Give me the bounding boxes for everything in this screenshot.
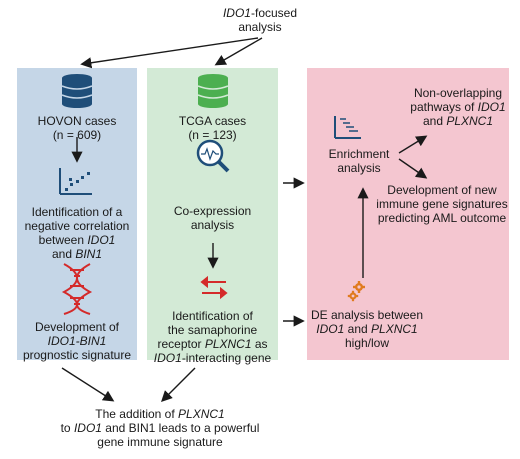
conclusion: The addition of PLXNC1 to IDO1 and BIN1 … bbox=[60, 407, 260, 449]
hovon-panel bbox=[17, 68, 137, 360]
dna-icon bbox=[61, 263, 93, 315]
non-overlapping-pathways: Non-overlapping pathways of IDO1 and PLX… bbox=[410, 86, 506, 128]
top-split-arrows bbox=[80, 37, 263, 69]
scatter-plot-icon bbox=[59, 168, 92, 195]
new-signatures: Development of new immune gene signature… bbox=[376, 183, 508, 225]
tcga-identification: Identification of the samaphorine recept… bbox=[153, 309, 272, 365]
tcga-panel bbox=[147, 68, 278, 360]
database-icon-tcga bbox=[197, 74, 229, 108]
magnifier-icon bbox=[196, 139, 230, 173]
tcga-coexpression: Co-expression analysis bbox=[173, 204, 252, 232]
swap-arrows-icon bbox=[200, 275, 228, 300]
tcga-title: TCGA cases (n = 123) bbox=[178, 114, 247, 142]
hovon-signature: Development of IDO1-BIN1 prognostic sign… bbox=[22, 320, 132, 362]
top-label: IDO1-focused analysis bbox=[222, 6, 298, 34]
enrichment-plot-icon bbox=[334, 116, 361, 139]
enrichment-label: Enrichment analysis bbox=[328, 147, 390, 175]
de-analysis: DE analysis between IDO1 and PLXNC1 high… bbox=[310, 308, 424, 350]
hovon-finding: Identification of a negative correlation… bbox=[24, 205, 130, 261]
enrichment-panel bbox=[307, 68, 509, 360]
database-icon-hovon bbox=[61, 74, 93, 108]
hovon-title: HOVON cases (n = 609) bbox=[37, 114, 117, 142]
gears-icon bbox=[347, 281, 365, 302]
